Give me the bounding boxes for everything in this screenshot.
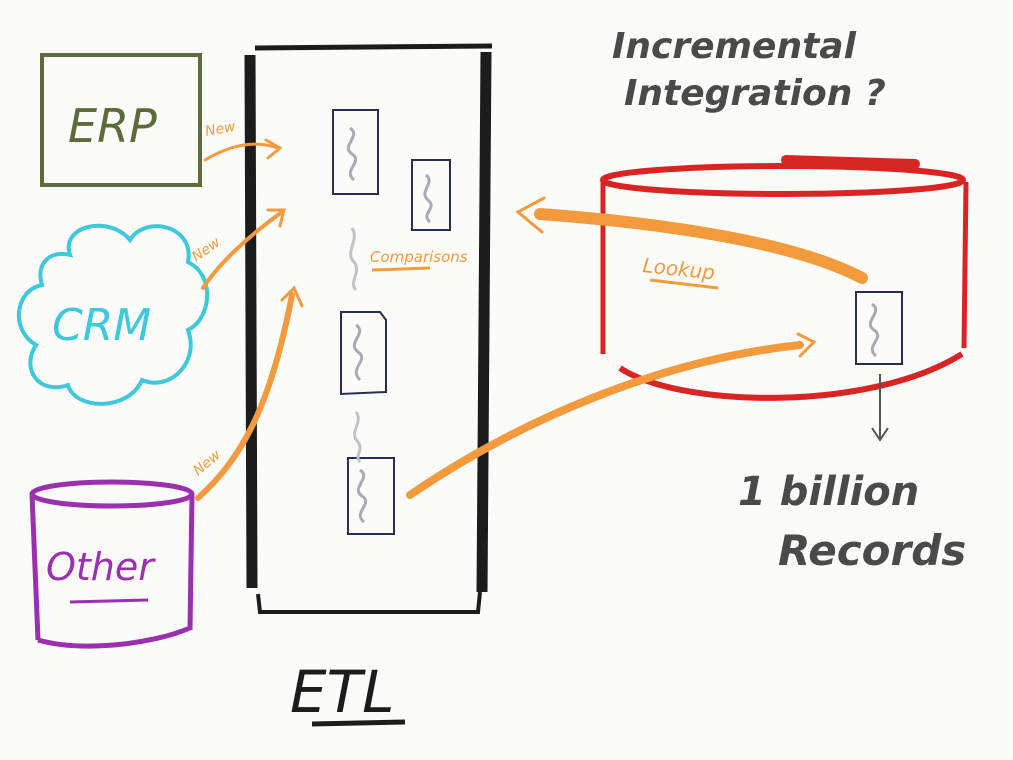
insert-flow-line	[406, 341, 804, 499]
lookup-flow-line	[534, 208, 868, 284]
connector-squiggle-2	[353, 411, 362, 464]
document-3	[340, 311, 387, 396]
other-cylinder-left	[29, 493, 41, 641]
warehouse-document-squiggle	[868, 302, 880, 358]
lookup-underline	[649, 278, 719, 290]
warehouse-document	[855, 291, 903, 365]
warehouse-top-highlight	[781, 155, 920, 169]
etl-bottom-edge	[256, 591, 482, 614]
record-count: 1 billion Records	[738, 374, 966, 575]
document-1-outline	[332, 109, 379, 195]
crm-flow-line	[201, 210, 284, 290]
comparisons-label: Comparisons	[370, 248, 468, 266]
erp-box	[40, 53, 202, 187]
erp-flow-arrowhead	[264, 138, 283, 160]
comparisons-underline	[371, 266, 431, 272]
crm-label: CRM	[52, 300, 151, 351]
other-source: Other	[29, 479, 195, 649]
insert-flow	[406, 332, 817, 499]
document-2	[411, 159, 451, 231]
title: Incremental Integration ?	[612, 26, 886, 114]
etl-label: ETL	[290, 658, 394, 726]
other-flow-line	[195, 292, 295, 501]
title-line-2: Integration ?	[624, 73, 886, 114]
warehouse-bottom	[618, 351, 964, 401]
connector-squiggle-1	[349, 227, 359, 292]
insert-flow-arrowhead	[796, 332, 817, 358]
etl-top-edge	[254, 43, 493, 51]
document-1	[332, 109, 379, 195]
erp-flow-line	[203, 142, 280, 162]
other-underline	[69, 598, 149, 604]
crm-new-label: New	[189, 234, 224, 265]
lookup-flow-arrowhead	[515, 196, 546, 234]
document-2-outline	[411, 159, 451, 231]
warehouse-cylinder: Lookup	[600, 155, 969, 401]
etl-underline	[311, 719, 406, 727]
title-line-1: Incremental	[612, 26, 857, 67]
etl-right-edge	[476, 51, 492, 593]
document-2-squiggle	[423, 173, 433, 224]
warehouse-top	[600, 163, 966, 197]
erp-source: ERP	[40, 53, 202, 187]
erp-new-label: New	[204, 119, 237, 140]
warehouse-document-outline	[855, 291, 903, 365]
other-flow-arrowhead	[280, 285, 304, 308]
etl-container: ETL	[244, 43, 493, 727]
warehouse-right-side	[961, 181, 969, 349]
crm-source: CRM	[17, 223, 210, 406]
document-4-squiggle	[356, 468, 368, 524]
erp-label: ERP	[68, 99, 157, 153]
document-3-outline	[340, 311, 387, 396]
crm-cloud	[17, 223, 210, 406]
other-label: Other	[46, 545, 156, 589]
records-line-1: 1 billion	[738, 469, 919, 515]
down-arrow-head	[871, 427, 889, 442]
document-3-squiggle	[352, 323, 364, 382]
etl-left-edge	[244, 54, 258, 589]
document-4	[347, 457, 395, 535]
lookup-flow	[515, 196, 868, 284]
document-1-squiggle	[346, 126, 358, 182]
records-line-2: Records	[778, 526, 966, 575]
document-4-outline	[347, 457, 395, 535]
other-cylinder-top	[29, 479, 195, 509]
other-cylinder-bottom	[37, 625, 191, 649]
other-cylinder-right	[187, 493, 195, 631]
etl-documents: Comparisons	[332, 109, 468, 535]
crm-flow-arrowhead	[266, 208, 286, 228]
